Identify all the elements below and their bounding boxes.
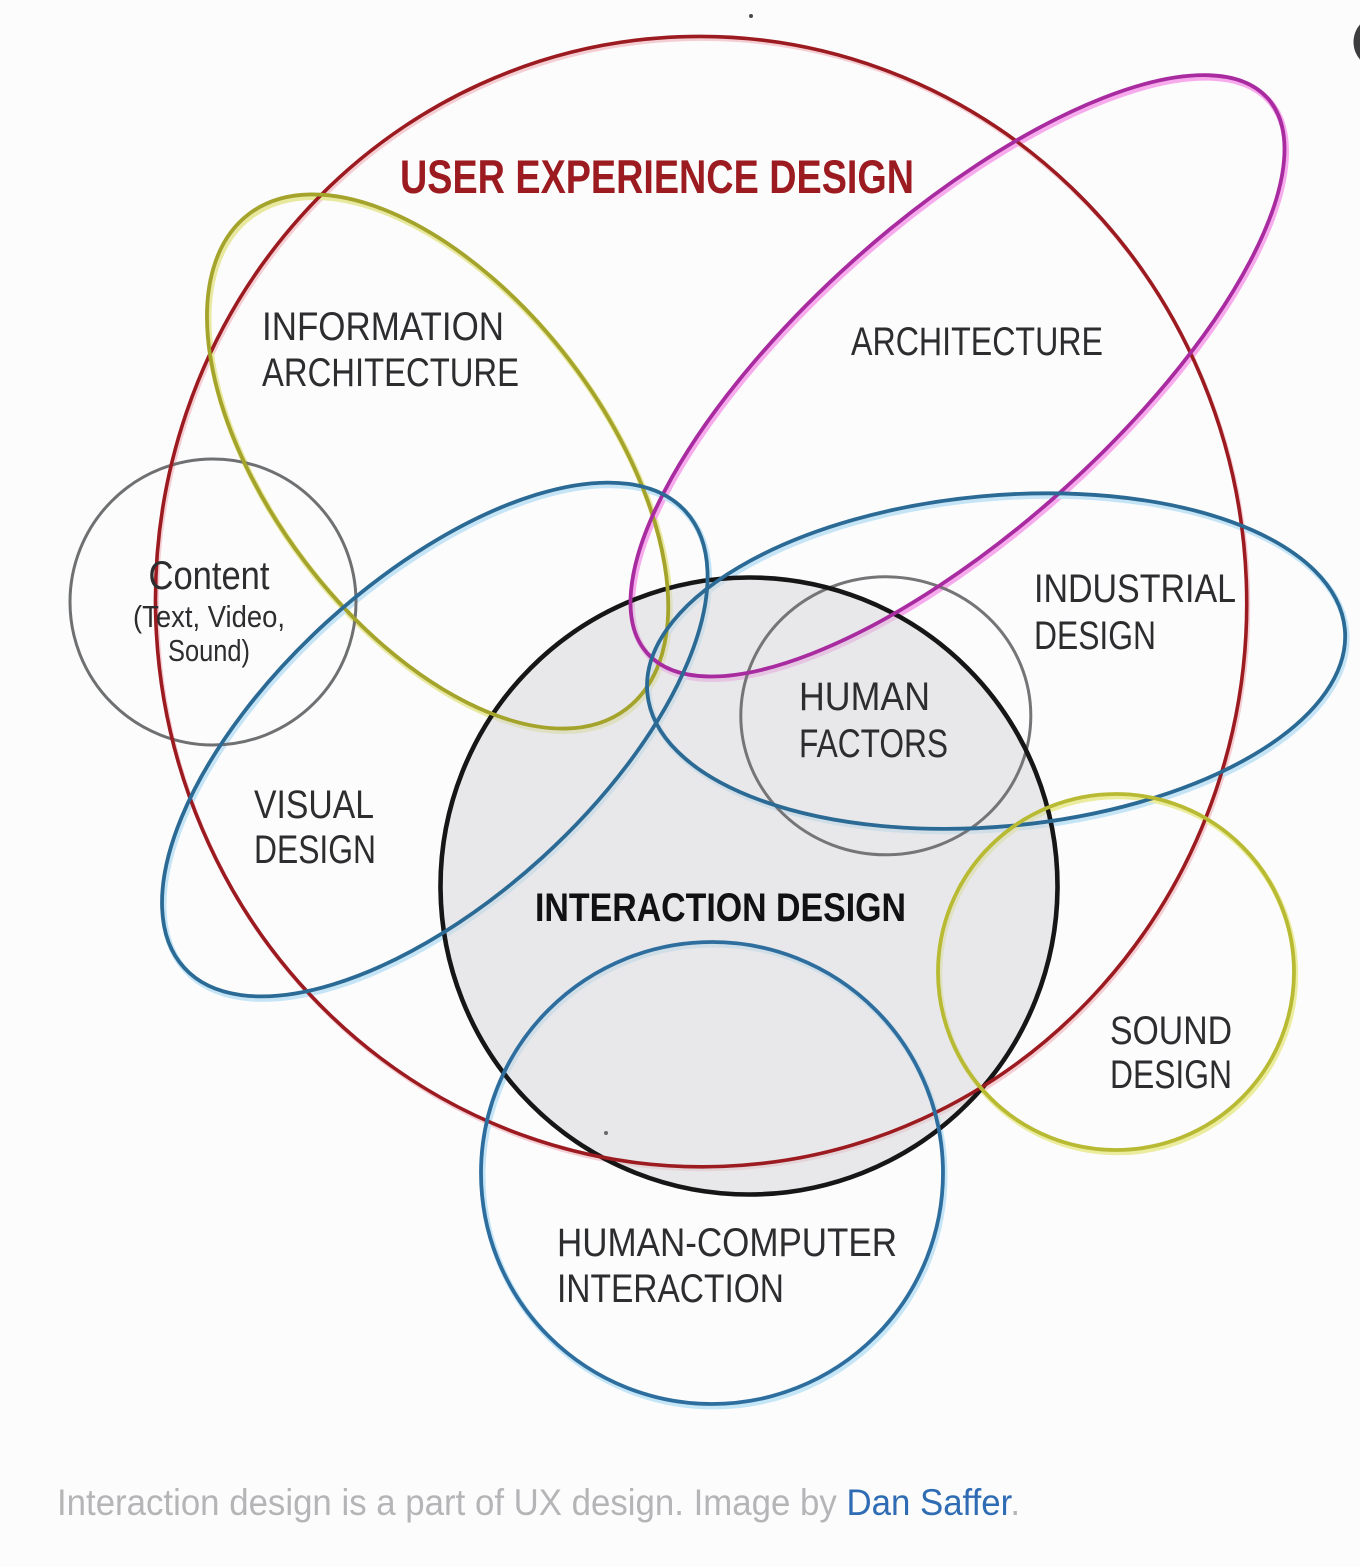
svg-text:HUMAN: HUMAN xyxy=(799,675,930,719)
svg-text:(Text, Video,: (Text, Video, xyxy=(133,599,285,634)
svg-text:VISUAL: VISUAL xyxy=(254,783,374,827)
svg-text:Sound): Sound) xyxy=(168,633,250,668)
svg-text:DESIGN: DESIGN xyxy=(254,828,376,872)
svg-text:ARCHITECTURE: ARCHITECTURE xyxy=(851,320,1103,364)
svg-text:USER EXPERIENCE DESIGN: USER EXPERIENCE DESIGN xyxy=(400,150,914,203)
svg-text:ARCHITECTURE: ARCHITECTURE xyxy=(262,351,519,395)
svg-text:SOUND: SOUND xyxy=(1110,1009,1232,1053)
svg-text:INDUSTRIAL: INDUSTRIAL xyxy=(1034,567,1236,611)
svg-text:DESIGN: DESIGN xyxy=(1110,1053,1232,1097)
svg-text:Content: Content xyxy=(149,554,270,598)
svg-text:Interaction design is a part o: Interaction design is a part of UX desig… xyxy=(57,1482,1020,1523)
svg-text:FACTORS: FACTORS xyxy=(799,722,948,766)
svg-text:INTERACTION DESIGN: INTERACTION DESIGN xyxy=(535,886,906,930)
svg-text:INFORMATION: INFORMATION xyxy=(262,305,504,349)
svg-text:HUMAN-COMPUTER: HUMAN-COMPUTER xyxy=(557,1221,897,1265)
svg-text:INTERACTION: INTERACTION xyxy=(557,1267,784,1311)
svg-text:DESIGN: DESIGN xyxy=(1034,614,1156,658)
